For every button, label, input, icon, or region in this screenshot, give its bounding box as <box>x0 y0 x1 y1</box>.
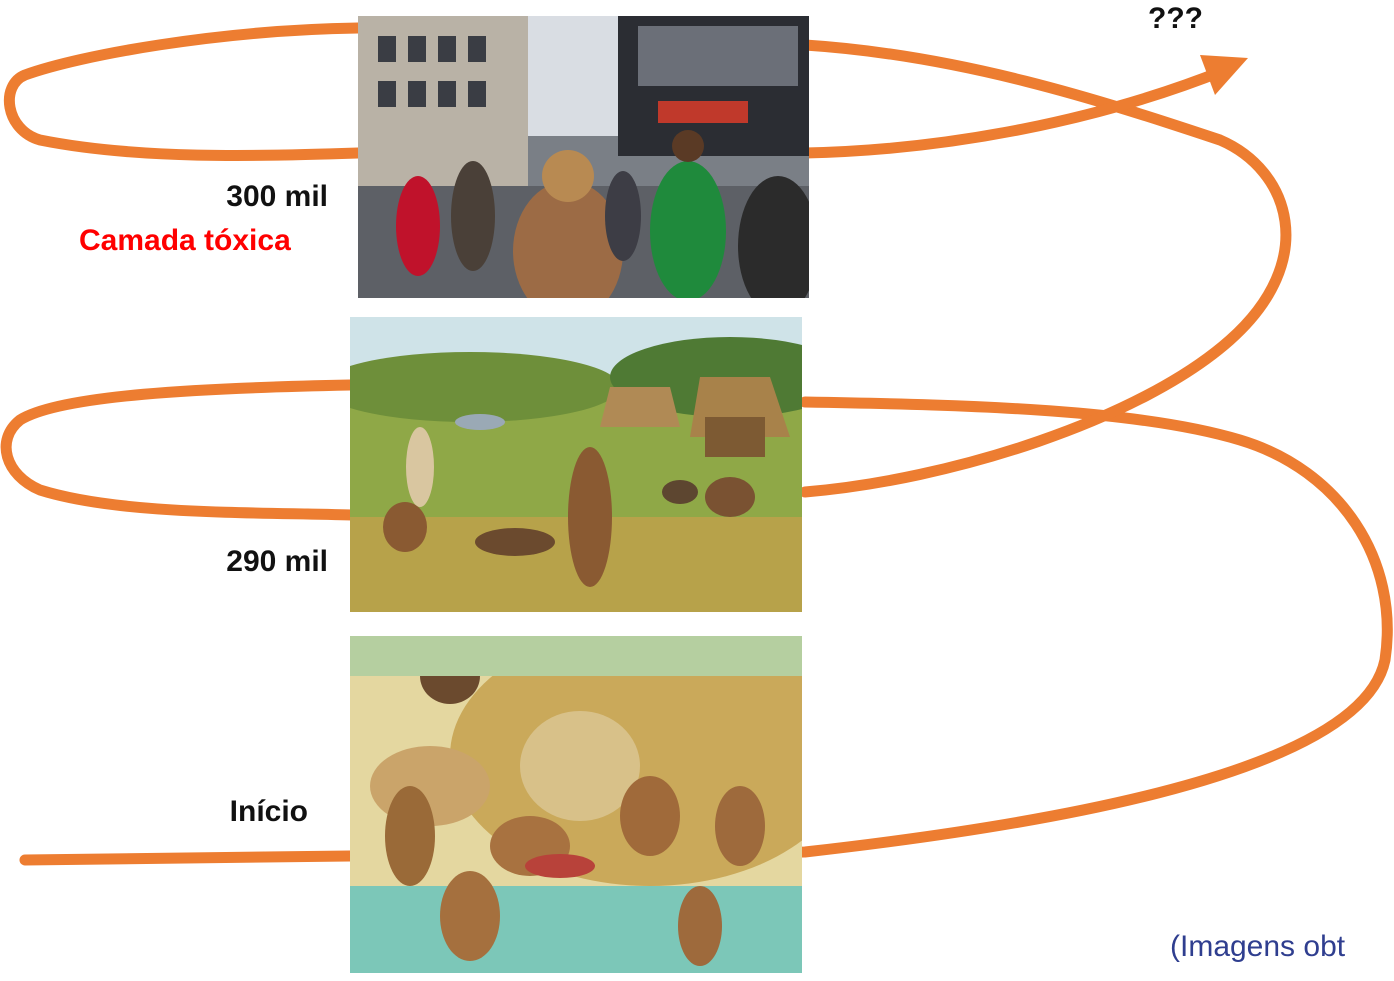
image-source-caption: (Imagens obt <box>1170 930 1346 963</box>
modern-city-photo <box>358 16 809 298</box>
toxic-layer-label: Camada tóxica <box>79 224 291 257</box>
era-300-label: 300 mil <box>226 180 328 213</box>
start-label: Início <box>229 795 308 828</box>
neolithic-village-illustration <box>350 317 802 612</box>
unknown-future-label: ??? <box>1148 2 1203 35</box>
paleolithic-cave-illustration <box>350 636 802 973</box>
era-290-label: 290 mil <box>226 545 328 578</box>
arrow-head-icon <box>1200 55 1248 95</box>
